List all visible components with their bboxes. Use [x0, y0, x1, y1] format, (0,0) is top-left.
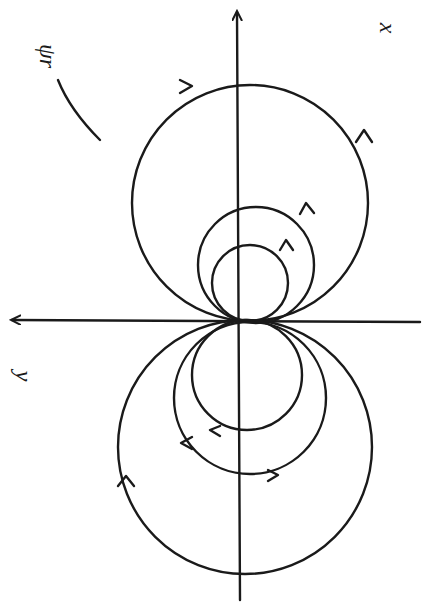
axis-label: x — [376, 23, 400, 34]
field-loop — [132, 85, 368, 321]
flow-arrowheads — [118, 80, 372, 486]
axis-label: y — [12, 371, 36, 382]
field-loop — [118, 320, 372, 574]
x-axis — [237, 12, 240, 600]
field-label: ψr — [36, 44, 60, 68]
leader-line — [58, 80, 100, 140]
field-loop — [198, 207, 314, 323]
y-axis — [12, 320, 420, 322]
field-loop — [192, 320, 302, 430]
field-loop — [212, 245, 288, 321]
